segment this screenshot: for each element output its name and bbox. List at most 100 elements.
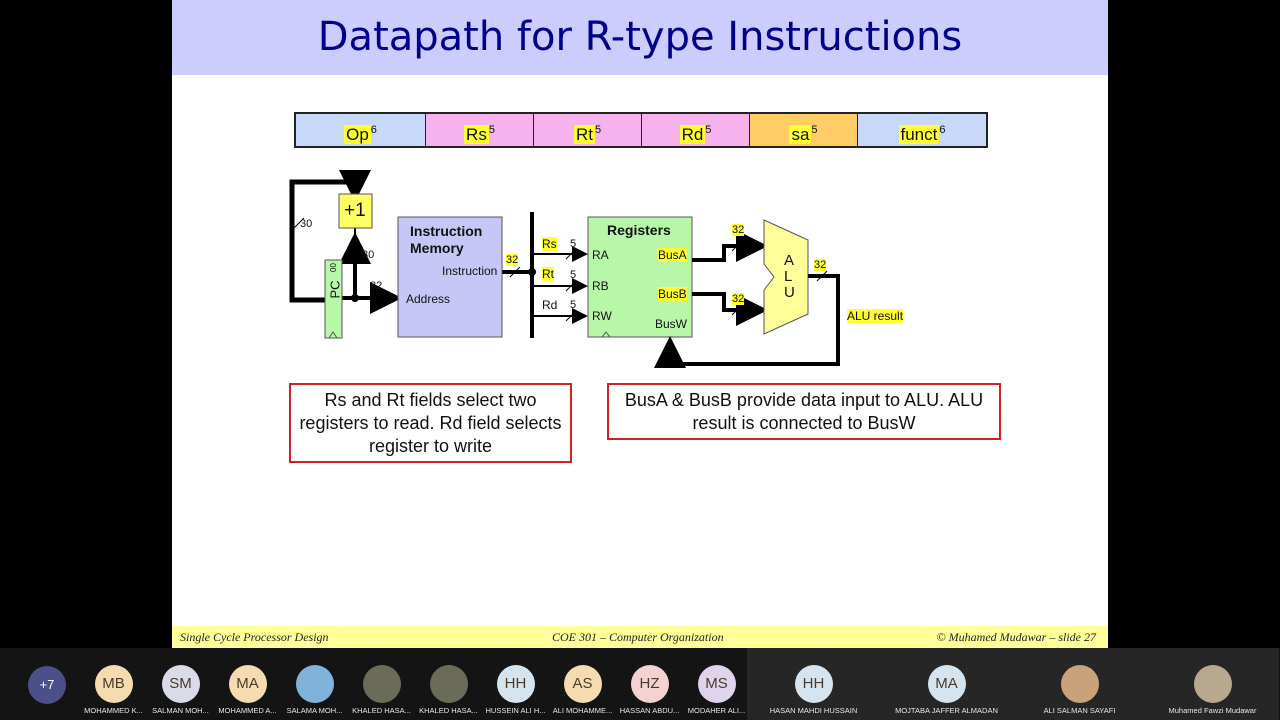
rs-label: Rs	[542, 237, 557, 251]
participant-name: MODAHER ALI...	[687, 706, 746, 715]
width-label: 30	[362, 249, 375, 261]
footer-course-title: COE 301 – Computer Organization	[552, 630, 724, 644]
field-name: Rs	[464, 124, 489, 144]
participant-avatar: HH	[794, 665, 833, 703]
participant-avatar: AS	[563, 665, 602, 703]
participant-name: Muhamed Fawzi Mudawar	[1168, 706, 1257, 715]
datapath-diagram: +1 PC 00 30 30 32 Instruction Memory Ins…	[172, 170, 1108, 380]
participant-avatar: SM	[161, 665, 200, 703]
participant-name: MOHAMMED A...	[218, 706, 277, 715]
participant-tile[interactable]: Muhamed Fawzi Mudawar	[1146, 648, 1279, 720]
participant-tile[interactable]: HH HUSSEIN ALI H...	[482, 648, 549, 720]
field-name: Rd	[679, 124, 706, 144]
participant-tile[interactable]: SALAMA MOH...	[281, 648, 348, 720]
width-label: 32	[732, 224, 745, 236]
participant-photo	[429, 665, 468, 703]
width-label: 30	[300, 218, 313, 230]
instruction-port-label: Instruction	[442, 264, 498, 278]
width-label: 32	[732, 293, 745, 305]
address-port-label: Address	[406, 292, 451, 306]
busa-port-label: BusA	[658, 248, 687, 262]
rw-port-label: RW	[592, 309, 612, 323]
field-name: funct	[898, 124, 940, 144]
participant-name: HUSSEIN ALI H...	[485, 706, 546, 715]
instruction-memory-title: Instruction Memory	[410, 223, 483, 256]
width-label: 5	[570, 269, 577, 281]
alu-letter: L	[784, 268, 793, 285]
participant-name: ALI MOHAMME...	[552, 706, 613, 715]
participant-tile[interactable]: ALI SALMAN SAYAFI	[1013, 648, 1146, 720]
field-name: Rt	[573, 124, 595, 144]
participant-avatar: HH	[496, 665, 535, 703]
participant-tile[interactable]: MA MOJTABA JAFFER ALMADAN	[880, 648, 1013, 720]
slide-title: Datapath for R-type Instructions	[317, 14, 963, 60]
pc-low-bits: 00	[328, 263, 338, 272]
participant-name: SALAMA MOH...	[286, 706, 343, 715]
participant-avatar: MA	[228, 665, 267, 703]
slide-footer: Single Cycle Processor Design COE 301 – …	[172, 626, 1108, 648]
participant-tile[interactable]: MA MOHAMMED A...	[214, 648, 281, 720]
participant-avatar: MA	[927, 665, 966, 703]
field-name: sa	[789, 124, 812, 144]
pc-label: PC	[327, 280, 343, 299]
field-bits: 5	[488, 124, 495, 136]
rt-label: Rt	[542, 267, 554, 281]
ra-port-label: RA	[592, 248, 609, 262]
registers-title: Registers	[607, 222, 671, 238]
participant-name: SALMAN MOH...	[152, 706, 209, 715]
participant-name: MOHAMMED K...	[84, 706, 143, 715]
field-name: Op	[344, 124, 371, 144]
alu-result-label: ALU result	[847, 309, 904, 323]
more-participants-button[interactable]: +7	[28, 666, 66, 704]
field-bits: 5	[705, 124, 712, 136]
participant-name: MOJTABA JAFFER ALMADAN	[895, 706, 998, 715]
participant-tile[interactable]: AS ALI MOHAMME...	[549, 648, 616, 720]
rb-port-label: RB	[592, 279, 609, 293]
footer-author-slide: © Muhamed Mudawar – slide 27	[936, 630, 1096, 644]
alu-letter: A	[784, 252, 795, 269]
increment-label: +1	[344, 200, 366, 221]
field-bits: 5	[811, 124, 818, 136]
participant-tile[interactable]: SM SALMAN MOH...	[147, 648, 214, 720]
participant-name: HASAN MAHDI HUSSAIN	[769, 706, 858, 715]
busb-port-label: BusB	[658, 287, 687, 301]
participant-photo	[1060, 665, 1099, 703]
field-bits: 5	[594, 124, 602, 136]
width-label: 32	[506, 254, 519, 266]
participant-avatar: HZ	[630, 665, 669, 703]
field-bits: 6	[370, 124, 377, 136]
note-bus-connections: BusA & BusB provide data input to ALU. A…	[607, 383, 1001, 440]
participant-name: ALI SALMAN SAYAFI	[1043, 706, 1116, 715]
participant-name: HASSAN ABDU...	[619, 706, 680, 715]
note-register-fields: Rs and Rt fields select two registers to…	[289, 383, 572, 463]
participant-tile[interactable]: KHALED HASA...	[348, 648, 415, 720]
datapath-wires	[289, 170, 840, 368]
alu-letter: U	[784, 284, 795, 301]
field-bits: 6	[939, 124, 946, 136]
width-label: 32	[814, 259, 827, 271]
participant-avatar: MS	[697, 665, 736, 703]
participant-photo	[295, 665, 334, 703]
participant-tile[interactable]: HZ HASSAN ABDU...	[616, 648, 683, 720]
width-label: 32	[370, 280, 383, 292]
participant-tile[interactable]: KHALED HASA...	[415, 648, 482, 720]
width-label: 5	[570, 238, 577, 250]
busw-port-label: BusW	[655, 317, 688, 331]
title-bar: Datapath for R-type Instructions	[172, 0, 1108, 75]
participant-name: KHALED HASA...	[352, 706, 411, 715]
participant-tile[interactable]: HH HASAN MAHDI HUSSAIN	[747, 648, 880, 720]
participant-tile[interactable]: MS MODAHER ALI...	[683, 648, 750, 720]
participant-name: KHALED HASA...	[419, 706, 478, 715]
width-label: 5	[570, 299, 577, 311]
participant-photo	[362, 665, 401, 703]
